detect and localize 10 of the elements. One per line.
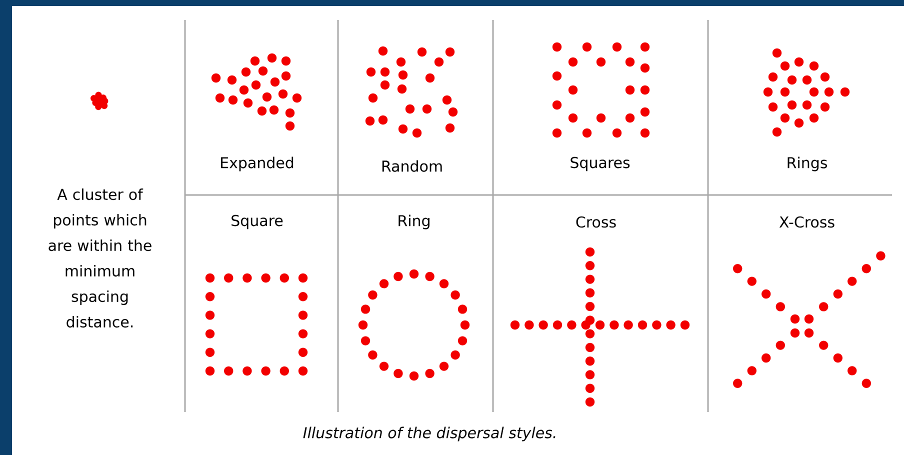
style-label: Cross bbox=[576, 216, 616, 228]
style-label: Square bbox=[232, 214, 283, 230]
style-label: Ring bbox=[398, 214, 430, 230]
style-label: Rings bbox=[788, 156, 827, 172]
description-text: A cluster of points which are within the minimum spacing distance. bbox=[48, 188, 152, 328]
style-label: Random bbox=[382, 160, 442, 172]
style-label: Expanded bbox=[221, 156, 294, 172]
style-label: Squares bbox=[570, 156, 630, 172]
style-label: X-Cross bbox=[779, 216, 834, 228]
caption: Illustration of the dispersal styles. bbox=[303, 426, 556, 442]
